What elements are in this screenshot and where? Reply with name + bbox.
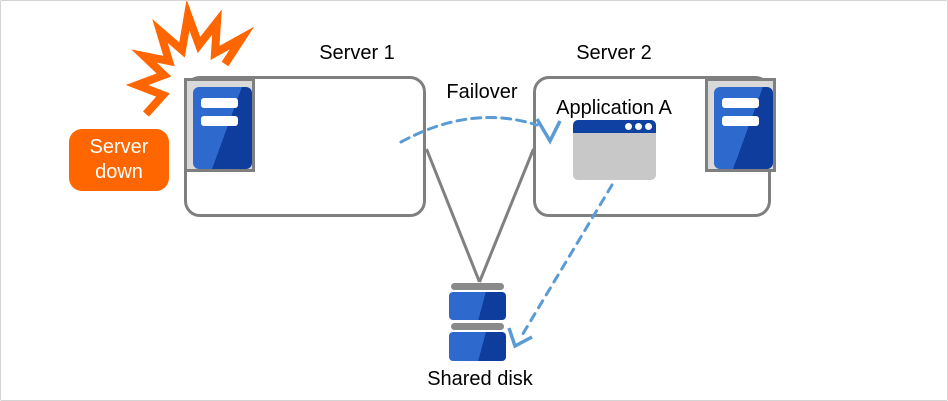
shared-disk-label: Shared disk (427, 368, 533, 390)
server-down-line1: Server (89, 136, 149, 158)
server1-label: Server 1 (319, 42, 395, 64)
window-dot-icon (635, 123, 642, 130)
failover-label: Failover (446, 81, 518, 103)
window-dot-icon (625, 123, 632, 130)
disk-cap-icon (451, 323, 504, 330)
server-slot-icon (201, 98, 238, 108)
server-down-badge: Server down (69, 129, 169, 191)
server1-disk-line (425, 148, 481, 283)
server2-tower-icon (714, 87, 773, 169)
disk-unit-icon (449, 332, 506, 361)
application-window-icon (573, 120, 656, 180)
disk-cap-icon (451, 283, 504, 290)
server-slot-icon (201, 116, 238, 126)
server2-label: Server 2 (576, 42, 652, 64)
disk-unit-icon (449, 292, 506, 320)
server2-icon (705, 78, 776, 172)
server2-disk-line (478, 148, 535, 283)
app-to-disk-arrowhead-icon (507, 327, 533, 349)
application-label: Application A (556, 97, 672, 119)
server-down-line2: down (95, 161, 143, 183)
server-slot-icon (722, 98, 759, 108)
server1-tower-icon (193, 87, 252, 169)
window-dot-icon (645, 123, 652, 130)
server-slot-icon (722, 116, 759, 126)
server1-icon (184, 78, 255, 172)
window-titlebar (573, 120, 656, 133)
